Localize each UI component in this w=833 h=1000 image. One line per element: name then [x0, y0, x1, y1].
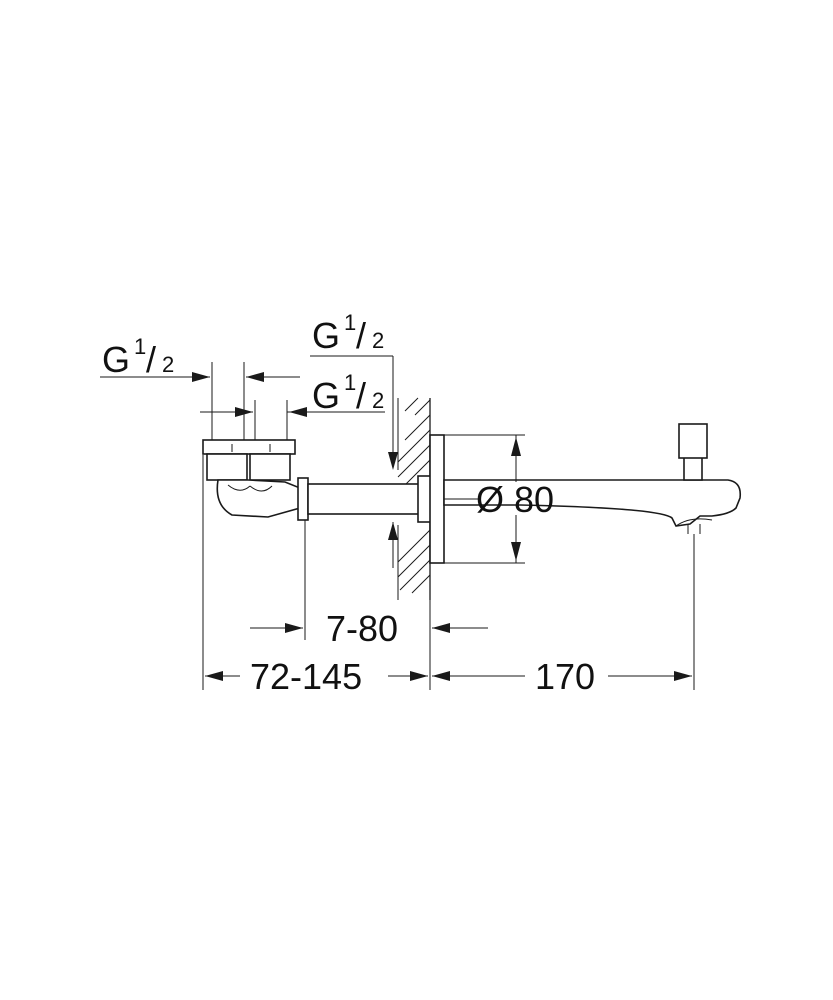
dimension-spout — [432, 671, 692, 681]
spout — [443, 423, 742, 534]
thread-left-num: 1 — [134, 334, 146, 359]
thread-top-slash: / — [356, 315, 366, 356]
thread-left-g: G — [102, 339, 130, 380]
thread-left-den: 2 — [162, 352, 174, 377]
diameter-label: Ø 80 — [476, 479, 554, 520]
thread-mid-g: G — [312, 375, 340, 416]
dim-body-label: 72-145 — [250, 656, 362, 697]
thread-left-leader — [100, 362, 300, 440]
thread-top-num: 1 — [344, 310, 356, 335]
thread-mid-slash: / — [356, 375, 366, 416]
thread-top-g: G — [312, 315, 340, 356]
thread-mid-den: 2 — [372, 388, 384, 413]
dim-wall-label: 7-80 — [326, 608, 398, 649]
thread-top-leader — [310, 355, 398, 568]
thread-mid-num: 1 — [344, 370, 356, 395]
thread-top-den: 2 — [372, 328, 384, 353]
diameter-dimension — [444, 434, 525, 564]
dimension-wall-thickness — [250, 623, 488, 633]
dim-spout-label: 170 — [535, 656, 595, 697]
thread-left-slash: / — [146, 339, 156, 380]
dimension-body — [205, 671, 428, 681]
extension-lines — [202, 455, 695, 690]
valve-body — [202, 439, 433, 523]
escutcheon — [429, 434, 445, 564]
